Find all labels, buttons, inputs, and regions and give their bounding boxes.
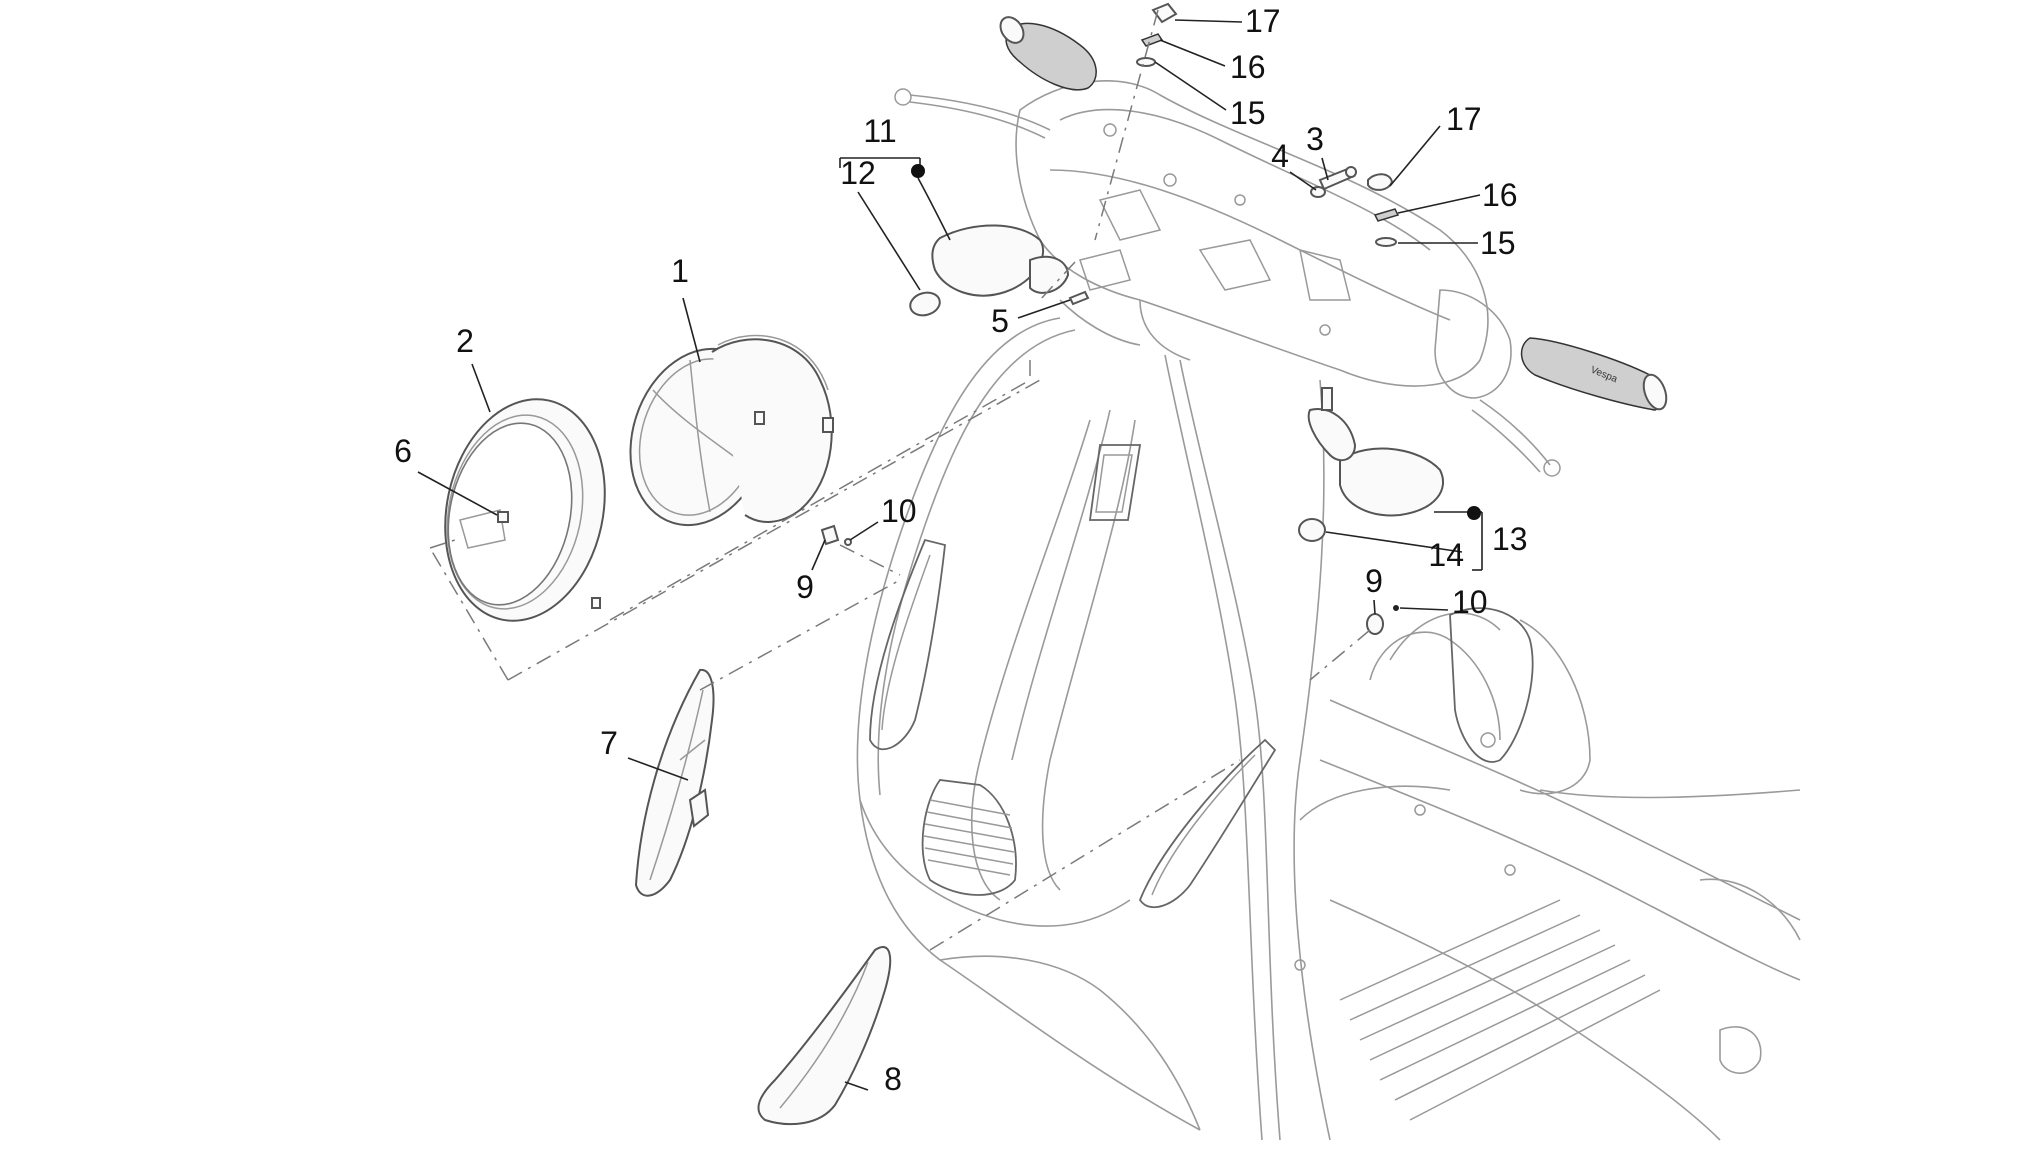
callout-16-left: 16 [1230,49,1266,85]
assembly-lines [429,9,1371,951]
callout-5: 5 [991,303,1009,339]
callout-12: 12 [840,155,876,191]
kit-dot-11 [911,164,925,178]
callout-15-right: 15 [1480,225,1516,261]
scooter-body [856,317,1801,1141]
left-indicator [634,668,715,897]
leader-lines [417,19,1483,1091]
callout-13: 13 [1492,521,1528,557]
callout-10-right: 10 [1452,584,1488,620]
callout-17-right: 17 [1446,101,1482,137]
left-turn-signal [909,224,1070,317]
right-indicator-lens [757,945,892,1126]
callout-8: 8 [884,1061,902,1097]
callout-3: 3 [1306,121,1324,157]
callout-10-left: 10 [881,493,917,529]
headlight-rim [444,398,606,622]
callout-17-left: 17 [1245,3,1281,39]
callout-6: 6 [394,433,412,469]
callout-16-right: 16 [1482,177,1518,213]
right-turn-signal [1298,387,1445,542]
callouts: 1 2 3 4 5 6 7 8 9 10 9 10 11 12 13 14 15… [394,3,1527,1097]
kit-dot-13 [1467,506,1481,520]
headlight-unit [629,334,834,527]
callout-15-left: 15 [1230,95,1266,131]
callout-2: 2 [456,323,474,359]
callout-11: 11 [863,113,896,149]
callout-4: 4 [1271,138,1289,174]
callout-1: 1 [671,253,689,289]
callout-9-right: 9 [1365,563,1383,599]
handlebar-assembly: Vespa [894,16,1668,477]
callout-9-left: 9 [796,569,814,605]
callout-7: 7 [600,725,618,761]
callout-14: 14 [1428,537,1464,573]
